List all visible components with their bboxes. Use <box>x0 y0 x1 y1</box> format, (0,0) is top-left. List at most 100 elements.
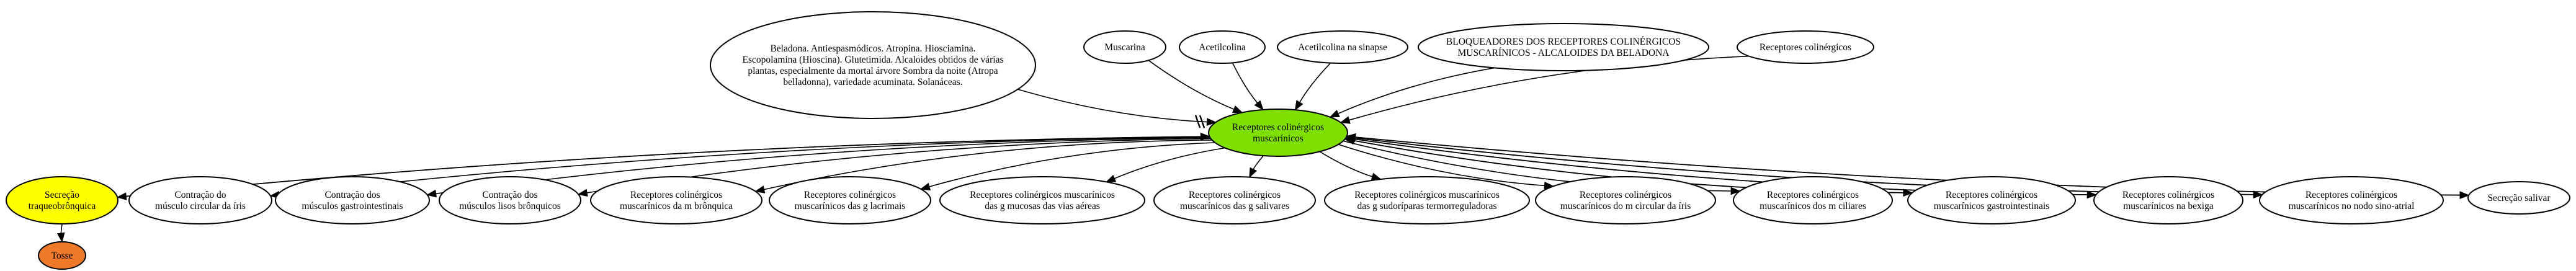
edge-line <box>279 136 1210 196</box>
node-label-line: Receptores colinérgicos <box>804 190 896 200</box>
arrowhead <box>1105 174 1117 183</box>
block-marker <box>1199 115 1205 128</box>
nodes-layer: Receptores colinérgicosmuscarínicosBelad… <box>6 11 2570 270</box>
node-label-line: Receptores colinérgicos <box>1760 42 1851 53</box>
arrowhead <box>754 185 766 193</box>
arrowhead <box>1329 110 1340 118</box>
node-ellipse <box>590 176 763 224</box>
arrowhead <box>1200 132 1211 141</box>
node-ellipse <box>1277 30 1408 64</box>
node-label-line: Tosse <box>51 251 73 261</box>
node-label-line: Acetilcolina <box>1199 42 1246 53</box>
node-ellipse <box>6 176 119 224</box>
node-ellipse <box>2467 181 2570 215</box>
arrowhead <box>1730 187 1741 195</box>
edge-center-to-rec-bronquica <box>754 140 1212 193</box>
node-bloqueadores[interactable]: BLOQUEADORES DOS RECEPTORES COLINÉRGICOS… <box>1418 23 1709 71</box>
node-label-line: das g mucosas das vias aéreas <box>985 201 1100 211</box>
node-label-line: muscarínicos gastrointestinais <box>1934 201 2049 211</box>
node-label-line: Receptores colinérgicos muscarínicos <box>1354 190 1500 200</box>
node-rec-sudoriparas[interactable]: Receptores colinérgicos muscarínicosdas … <box>1324 176 1530 224</box>
edge-line <box>1232 62 1258 104</box>
edge-line <box>117 136 1201 198</box>
edge-center-to-rec-mucosas <box>1105 147 1225 183</box>
node-label-line: Muscarina <box>1104 42 1145 53</box>
node-label-line: Receptores colinérgicos <box>1580 190 1671 200</box>
node-label-line: Secreção salivar <box>2487 193 2551 203</box>
arrowhead <box>1249 167 1258 179</box>
node-label-line: muscarínicos <box>1253 133 1304 144</box>
node-muscarina[interactable]: Muscarina <box>1083 30 1166 64</box>
node-receptores-colinergicos[interactable]: Receptores colinérgicos <box>1737 30 1874 64</box>
arrowhead <box>56 232 65 243</box>
edge-acetilcolina-to-center <box>1232 62 1264 111</box>
node-tosse[interactable]: Tosse <box>38 241 86 270</box>
edge-center-to-contracao-gastro <box>426 137 1210 198</box>
edge-center-to-rec-lacrimais <box>919 142 1215 191</box>
edge-line <box>436 137 1210 195</box>
node-label-line: músculos gastrointestinais <box>302 201 403 211</box>
edge-line <box>764 140 1212 190</box>
node-ellipse <box>275 176 430 224</box>
arrowhead <box>1294 100 1304 111</box>
node-label-line: Receptores colinérgicos <box>2122 190 2214 200</box>
edge-acetilcolina-sinapse-to-center <box>1294 63 1331 111</box>
block-marker <box>1194 115 1201 128</box>
node-label-line: músculos lisos brônquicos <box>459 201 561 211</box>
node-ellipse <box>1418 23 1709 71</box>
node-label-line: Receptores colinérgicos <box>1767 190 1859 200</box>
node-label-line: plantas, especialmente da mortal árvore … <box>748 66 998 76</box>
node-label-line: Beladona. Antiespasmódicos. Atropina. Hi… <box>770 43 975 54</box>
arrowhead <box>1254 100 1264 111</box>
node-label-line: muscarínicos dos m ciliares <box>1760 201 1866 211</box>
node-ellipse <box>2093 176 2243 224</box>
node-ellipse <box>710 11 1036 119</box>
node-label-line: Receptores colinérgicos <box>1232 122 1324 133</box>
edge-line <box>1017 89 1207 123</box>
node-ellipse <box>1535 176 1716 224</box>
node-ellipse <box>1083 30 1166 64</box>
node-label-line: MUSCARÍNICOS - ALCALOIDES DA BELADONA <box>1457 48 1670 58</box>
node-label-line: muscarínicos das g salivares <box>1180 201 1289 211</box>
node-ellipse <box>1737 30 1874 64</box>
arrowhead <box>919 182 931 191</box>
edge-line <box>1148 60 1235 110</box>
node-ellipse <box>128 176 272 224</box>
edge-center-to-rec-sudoriparas <box>1319 151 1382 180</box>
node-label-line: Contração do <box>174 190 226 200</box>
node-acetilcolina-sinapse[interactable]: Acetilcolina na sinapse <box>1277 30 1408 64</box>
node-secrecao-salivar[interactable]: Secreção salivar <box>2467 181 2570 215</box>
node-label-line: Receptores colinérgicos <box>1189 190 1281 200</box>
edge-line <box>1299 63 1331 103</box>
node-beladona[interactable]: Beladona. Antiespasmódicos. Atropina. Hi… <box>710 11 1036 119</box>
edge-bloqueadores-to-center <box>1329 67 1495 118</box>
node-label-line: Receptores colinérgicos <box>2305 190 2397 200</box>
node-ellipse <box>38 241 86 270</box>
node-acetilcolina[interactable]: Acetilcolina <box>1179 30 1266 64</box>
node-rec-mucosas[interactable]: Receptores colinérgicos muscarínicosdas … <box>939 176 1145 224</box>
node-label-line: Secreção <box>45 190 79 200</box>
node-label-line: muscarínicos na bexiga <box>2123 201 2214 211</box>
edge-muscarina-to-center <box>1148 60 1243 113</box>
edge-line <box>1253 155 1264 170</box>
node-ellipse <box>769 176 931 224</box>
arrowhead <box>577 189 588 197</box>
node-label-line: Receptores colinérgicos muscarínicos <box>970 190 1115 200</box>
node-label-line: muscarínicos da m brônquica <box>620 201 733 211</box>
edge-line <box>60 223 63 234</box>
node-label-line: Acetilcolina na sinapse <box>1298 42 1387 53</box>
